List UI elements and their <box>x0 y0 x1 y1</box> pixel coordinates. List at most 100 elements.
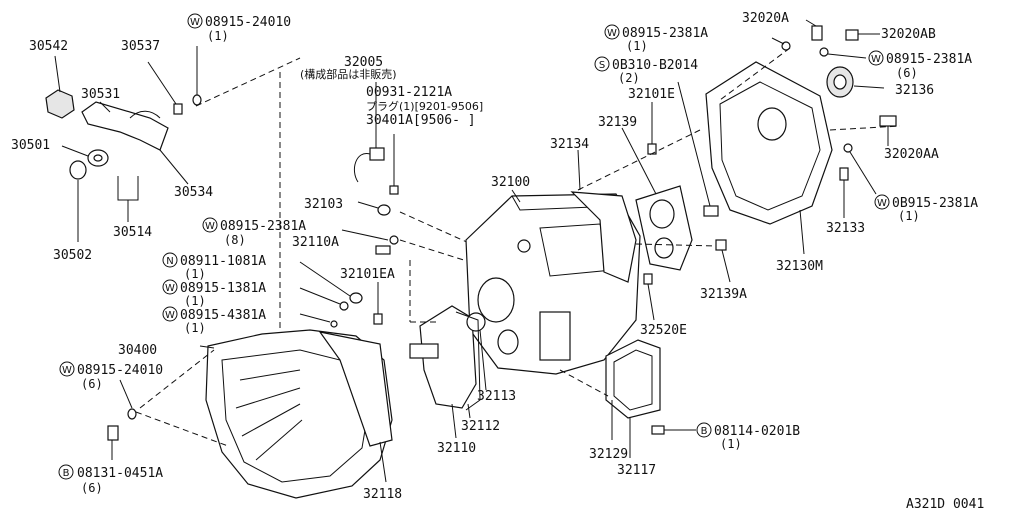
bearing-bore <box>93 154 103 162</box>
leader-32020A <box>805 19 817 27</box>
prefix-letter: W <box>871 54 881 65</box>
washer-08915-24010 <box>192 94 202 106</box>
washer-08915-1381A <box>339 301 349 311</box>
axis-line-13 <box>829 125 901 131</box>
label-32139A: 32139A <box>700 287 747 302</box>
washer-08911 <box>349 292 363 304</box>
label-32139: 32139 <box>598 115 637 130</box>
prefix-letter: S <box>599 60 605 71</box>
front-cover-32110 <box>419 305 477 409</box>
fastener-qty: (1) <box>898 209 920 223</box>
leader-30531 <box>99 101 111 113</box>
case-top-edge <box>511 195 619 211</box>
axis-line-2 <box>135 411 229 447</box>
case-cover-window <box>539 311 571 361</box>
leader-washer-b <box>119 379 133 409</box>
leader-washer-8 <box>341 229 389 241</box>
fastener-code: 08915-2381A <box>622 26 708 41</box>
case-bolt-hole <box>517 239 531 253</box>
leader-32136 <box>853 85 885 89</box>
label-30514: 30514 <box>113 225 152 240</box>
callout-11: B 08114-0201B (1) <box>696 422 800 451</box>
axis-line-7 <box>577 129 701 191</box>
prefix-letter: B <box>701 426 708 437</box>
leader-08915-1381A <box>299 287 341 305</box>
input-shaft <box>409 343 439 359</box>
fastener-code: 08911-1081A <box>180 254 266 269</box>
label-32118: 32118 <box>363 487 402 502</box>
leader-0B310 <box>677 81 711 207</box>
prefix-letter: B <box>63 468 70 479</box>
prefix-circle <box>187 13 203 29</box>
leader-08915-4381A <box>299 313 331 323</box>
bolt-08114 <box>651 425 665 435</box>
bolt-30537 <box>173 103 183 115</box>
fastener-qty: (1) <box>720 437 742 451</box>
label-32110: 32110 <box>437 441 476 456</box>
label-30501: 30501 <box>11 138 50 153</box>
leader-32139A <box>721 249 731 283</box>
callout-4: W 08915-4381A (1) <box>162 306 266 335</box>
label-32100: 32100 <box>491 175 530 190</box>
switch-wire <box>354 153 371 183</box>
leader-32130M <box>799 209 805 255</box>
prefix-circle <box>162 252 178 268</box>
leader-32113 <box>479 329 487 391</box>
callout-1: W 08915-2381A (8) <box>202 217 306 247</box>
switch-32005 <box>369 147 385 161</box>
callout-6: B 08131-0451A (6) <box>58 464 163 495</box>
pin-32133 <box>839 167 849 181</box>
prefix-letter: W <box>62 365 72 376</box>
leader-washer-c <box>771 37 785 45</box>
leader-32118 <box>379 441 387 483</box>
prefix-circle <box>604 24 620 40</box>
fastener-qty: (1) <box>207 29 229 43</box>
leader-30542 <box>54 55 61 93</box>
label-32112: 32112 <box>461 419 500 434</box>
housing-rib-3 <box>241 403 301 437</box>
fastener-qty: (6) <box>896 66 918 80</box>
label-32005: 32005 <box>344 55 383 70</box>
washer-08915-2381A <box>389 235 399 245</box>
label-32005-note: (構成部品は非販売) <box>300 67 397 81</box>
bolt-0B310 <box>703 205 719 217</box>
prefix-circle <box>696 422 712 438</box>
leader-washer-e <box>849 151 877 195</box>
part-32520E <box>643 273 653 285</box>
prefix-circle <box>594 56 610 72</box>
prefix-circle <box>868 50 884 66</box>
label-32129: 32129 <box>589 447 628 462</box>
fastener-qty: (6) <box>81 481 103 495</box>
fork-spring <box>129 110 161 119</box>
gasket-32139-hole2 <box>654 237 674 259</box>
axis-line-8 <box>635 243 717 247</box>
leader-32103 <box>357 201 379 209</box>
transmission-case-32100 <box>465 193 641 375</box>
prefix-letter: W <box>165 283 175 294</box>
prefix-letter: W <box>165 310 175 321</box>
seal-32113 <box>466 312 486 332</box>
fastener-code: 08131-0451A <box>77 466 163 481</box>
label-30400: 30400 <box>118 343 157 358</box>
fastener-code: 0B310-B2014 <box>612 58 698 73</box>
prefix-circle <box>202 217 218 233</box>
fastener-qty: (8) <box>224 233 246 247</box>
case-bore-lower <box>497 329 519 355</box>
bolt-32020AB <box>845 29 859 41</box>
axis-line-12 <box>719 47 791 101</box>
prefix-letter: W <box>205 221 215 232</box>
prefix-letter: W <box>877 198 887 209</box>
bolt-08131 <box>107 425 119 441</box>
gasket-32134 <box>570 191 637 283</box>
label-32133: 32133 <box>826 221 865 236</box>
leader-30534 <box>159 149 189 185</box>
extension-bore <box>757 107 787 141</box>
fastener-code: 08915-1381A <box>180 281 266 296</box>
label-00931: 00931-2121A <box>366 85 452 100</box>
fastener-qty: (1) <box>184 294 206 308</box>
callout-2: N 08911-1081A (1) <box>162 252 266 281</box>
label-00931-note: プラグ(1)[9201-9506] <box>366 99 483 113</box>
label-32110A: 32110A <box>292 235 339 250</box>
